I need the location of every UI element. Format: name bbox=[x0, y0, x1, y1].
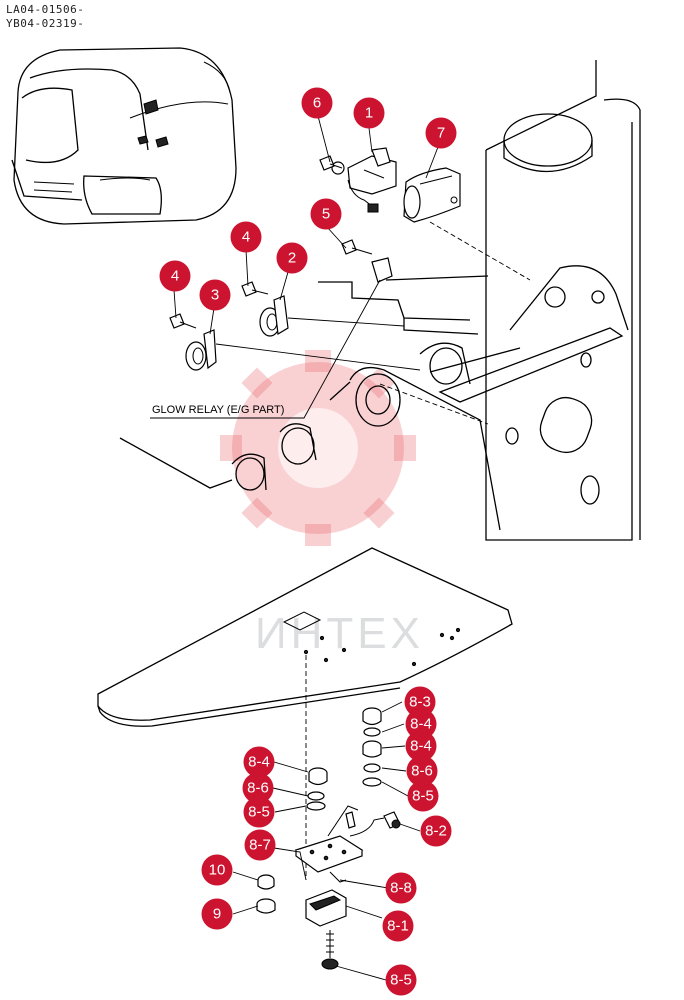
bolt-4-lower bbox=[169, 313, 197, 329]
bracket-5-mount bbox=[371, 257, 393, 283]
svg-text:8-1: 8-1 bbox=[387, 918, 409, 935]
svg-text:8-8: 8-8 bbox=[390, 880, 412, 897]
svg-text:3: 3 bbox=[211, 287, 219, 304]
glow-relay bbox=[403, 167, 461, 223]
machine-cab-inset bbox=[11, 47, 237, 225]
glow-relay-label: GLOW RELAY (E/G PART) bbox=[152, 404, 284, 416]
callout-10[interactable]: 10 bbox=[201, 854, 233, 886]
callout-5[interactable]: 5 bbox=[310, 198, 342, 230]
callout-8-6-left[interactable]: 8-6 bbox=[242, 772, 274, 804]
callout-8-1[interactable]: 8-1 bbox=[382, 910, 414, 942]
svg-text:8-5: 8-5 bbox=[412, 788, 434, 805]
svg-text:2: 2 bbox=[288, 250, 296, 267]
bolt-4-upper bbox=[241, 281, 269, 297]
svg-text:8-6: 8-6 bbox=[247, 780, 269, 797]
callout-8-5-right-upper[interactable]: 8-4 bbox=[405, 708, 437, 740]
switch-8-1 bbox=[305, 871, 347, 927]
svg-text:1: 1 bbox=[365, 105, 373, 122]
washer-10 bbox=[257, 874, 275, 890]
callout-2[interactable]: 2 bbox=[276, 242, 308, 274]
svg-text:5: 5 bbox=[322, 206, 330, 223]
switch-plate bbox=[294, 805, 401, 873]
hinge-assembly bbox=[119, 342, 501, 531]
svg-text:8-2: 8-2 bbox=[425, 823, 447, 840]
svg-text:8-5: 8-5 bbox=[248, 804, 270, 821]
horn-3 bbox=[185, 329, 217, 371]
callout-8-4-left[interactable]: 8-4 bbox=[243, 746, 275, 778]
callout-1[interactable]: 1 bbox=[353, 97, 385, 129]
bolt-8-3 bbox=[321, 930, 339, 970]
relay-dash-line bbox=[429, 221, 531, 281]
svg-text:9: 9 bbox=[213, 906, 221, 923]
bolt-9 bbox=[256, 898, 276, 914]
callout-8-4-right[interactable]: 8-3 bbox=[404, 686, 436, 718]
svg-text:8-4: 8-4 bbox=[410, 716, 432, 733]
svg-text:8-5: 8-5 bbox=[390, 972, 412, 989]
horn-2 bbox=[259, 295, 289, 337]
callout-8-3[interactable]: 8-5 bbox=[385, 964, 417, 996]
glow-relay-leader bbox=[150, 279, 381, 419]
machine-frame bbox=[429, 60, 641, 541]
callout-3[interactable]: 3 bbox=[199, 279, 231, 311]
svg-text:4: 4 bbox=[242, 229, 250, 246]
horn-leader-line bbox=[215, 343, 421, 371]
washer-stack-left bbox=[306, 767, 328, 811]
bolt-5 bbox=[341, 239, 373, 255]
callout-8-5-right-lower[interactable]: 8-5 bbox=[407, 780, 439, 812]
callout-7[interactable]: 7 bbox=[425, 117, 457, 149]
callout-leaders bbox=[173, 115, 439, 981]
svg-text:8-6: 8-6 bbox=[411, 763, 433, 780]
callout-8-2[interactable]: 8-2 bbox=[420, 815, 452, 847]
horn-2-leader-line bbox=[287, 317, 405, 327]
callout-8-7[interactable]: 8-7 bbox=[244, 829, 276, 861]
callout-6[interactable]: 6 bbox=[301, 87, 333, 119]
svg-text:8-4: 8-4 bbox=[248, 754, 270, 771]
svg-text:10: 10 bbox=[209, 862, 226, 879]
callout-8-6-right[interactable]: 8-6 bbox=[406, 755, 438, 787]
svg-text:7: 7 bbox=[437, 125, 445, 142]
callout-4-lower[interactable]: 4 bbox=[159, 260, 191, 292]
callout-8-8[interactable]: 8-8 bbox=[385, 872, 417, 904]
washer-stack-right bbox=[362, 707, 382, 787]
callout-4-upper[interactable]: 4 bbox=[230, 221, 262, 253]
callout-9[interactable]: 9 bbox=[201, 898, 233, 930]
serial-number-1: LA04-01506- bbox=[6, 3, 85, 16]
relay-bracket bbox=[331, 147, 397, 213]
watermark-text: ИНТЕХ bbox=[255, 609, 424, 658]
bolt-6 bbox=[319, 155, 343, 171]
callout-8-4-right-lower[interactable]: 8-4 bbox=[405, 730, 437, 762]
svg-text:8-7: 8-7 bbox=[249, 837, 271, 854]
svg-text:6: 6 bbox=[313, 95, 321, 112]
svg-text:8-4: 8-4 bbox=[410, 738, 432, 755]
callout-8-5-left[interactable]: 8-5 bbox=[243, 796, 275, 828]
svg-text:8-3: 8-3 bbox=[409, 694, 431, 711]
mounting-ledge bbox=[318, 275, 489, 335]
serial-number-2: YB04-02319- bbox=[6, 17, 85, 30]
watermark-gear-icon bbox=[220, 350, 416, 546]
svg-text:4: 4 bbox=[171, 268, 179, 285]
floor-plate bbox=[97, 547, 513, 727]
